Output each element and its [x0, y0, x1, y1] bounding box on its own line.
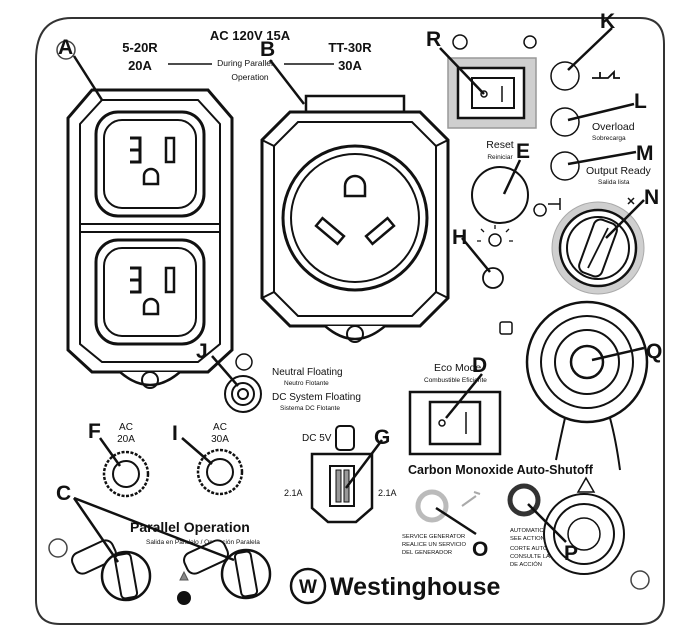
- label-reset: Reset: [486, 139, 514, 151]
- light-button[interactable]: [482, 267, 504, 289]
- label-tt-30r-amps: 30A: [338, 58, 362, 73]
- label-dc-system-floating-es: Sistema DC Flotante: [280, 405, 340, 412]
- label-overload: Overload: [592, 121, 635, 133]
- engine-off-icon: [452, 34, 468, 50]
- callout-e: E: [516, 140, 530, 163]
- label-operation: Operation: [231, 72, 269, 82]
- service-generator-indicator: [415, 489, 449, 523]
- mount-hole-bottom-right: [630, 570, 650, 590]
- label-co-auto-shutoff: Carbon Monoxide Auto-Shutoff: [408, 463, 594, 477]
- label-output-ready-es: Salida lista: [598, 179, 630, 186]
- callout-l: L: [634, 90, 647, 113]
- label-neutral-floating-es: Neutro Flotante: [284, 380, 329, 387]
- engine-on-icon: [523, 35, 537, 49]
- svg-text:W: W: [299, 577, 317, 598]
- label-service-2: REALICE UN SERVICIO: [402, 542, 466, 548]
- fuel-valve-arrow-icon: [627, 197, 635, 205]
- callout-a: A: [58, 36, 73, 59]
- label-output-ready: Output Ready: [586, 165, 652, 177]
- ground-terminal[interactable]: [224, 375, 262, 413]
- mount-hole-top-left: [56, 40, 76, 60]
- cap-tether: [555, 417, 621, 471]
- label-eco-mode-es: Combustible Eficiente: [424, 377, 487, 384]
- callout-f: F: [88, 420, 101, 443]
- parallel-port-right[interactable]: [181, 538, 272, 600]
- reset-button[interactable]: [471, 166, 529, 224]
- ground-symbol-icon: [235, 353, 253, 371]
- label-reset-es: Reiniciar: [487, 154, 513, 161]
- label-auto-2: SEE ACTION: [510, 536, 545, 542]
- label-5-20r-amps: 20A: [128, 58, 152, 73]
- brand-name: Westinghouse: [330, 573, 500, 601]
- label-during-parallel: During Parallel: [217, 58, 273, 68]
- manual-icon: [177, 591, 191, 605]
- callout-j: J: [196, 340, 208, 363]
- label-auto-4: CONSULTE LA: [510, 554, 550, 560]
- warning-triangle-icon: [576, 476, 596, 493]
- label-neutral-floating: Neutral Floating: [272, 367, 343, 378]
- duplex-outlet-5-20r[interactable]: [66, 88, 234, 389]
- callout-i: I: [172, 422, 178, 445]
- overload-indicator: [550, 107, 580, 137]
- westinghouse-logo: W: [289, 567, 327, 605]
- warning-small-icon: [179, 570, 189, 581]
- label-auto-1: AUTOMATIC SHUTOFF: [510, 528, 573, 534]
- fuel-valve-knob[interactable]: [551, 201, 645, 295]
- usb-cover-hinge: [335, 425, 355, 451]
- oil-can-icon: [592, 69, 620, 79]
- callout-g: G: [374, 426, 390, 449]
- label-overload-es: Sobrecarga: [592, 135, 626, 142]
- label-ac-120v: AC 120V 15A: [210, 28, 291, 43]
- push-button-q[interactable]: [525, 300, 649, 424]
- label-ac-30a-amps: 30A: [211, 434, 229, 445]
- callout-q: Q: [646, 340, 662, 363]
- label-ac-20a: AC: [119, 422, 133, 433]
- label-service-3: DEL GENERADOR: [402, 550, 452, 556]
- callout-n: N: [644, 186, 659, 209]
- light-bulb-icon: [477, 225, 513, 247]
- leader-lines: [72, 27, 645, 563]
- callout-o: O: [472, 538, 488, 561]
- label-dc-system-floating: DC System Floating: [272, 392, 361, 403]
- tt-30r-outlet[interactable]: [260, 94, 450, 343]
- label-tt-30r: TT-30R: [328, 40, 372, 55]
- label-auto-5: DE ACCIÓN: [510, 561, 542, 568]
- low-oil-indicator: [550, 61, 580, 91]
- callout-h: H: [452, 226, 467, 249]
- label-dc-5v: DC 5V: [302, 433, 332, 444]
- engine-switch[interactable]: [447, 57, 537, 129]
- label-5-20r: 5-20R: [122, 40, 158, 55]
- callout-m: M: [636, 142, 654, 165]
- cap-q[interactable]: [543, 493, 625, 575]
- label-ac-20a-amps: 20A: [117, 434, 135, 445]
- parallel-port-left[interactable]: [69, 538, 152, 602]
- label-service-1: SERVICE GENERATOR: [402, 534, 465, 540]
- callout-b: B: [260, 38, 275, 61]
- output-ready-indicator: [550, 151, 580, 181]
- eco-mode-switch[interactable]: [408, 390, 502, 456]
- fuel-valve-icon: [533, 198, 561, 217]
- callout-c: C: [56, 482, 71, 505]
- label-ac-30a: AC: [213, 422, 227, 433]
- wrench-icon: [461, 491, 481, 507]
- label-parallel-operation-es: Salida en Paralelo / Operación Paralela: [146, 539, 260, 546]
- label-auto-3: CORTE AUTOMÁTICO: [510, 545, 571, 552]
- label-eco-mode: Eco Mode: [434, 362, 481, 374]
- label-usb-left: 2.1A: [284, 488, 303, 498]
- callout-k: K: [600, 10, 615, 33]
- callouts: A B C D E F G H I J K L M N O P Q R: [56, 10, 662, 565]
- mount-hole-bottom-left: [48, 538, 68, 558]
- lock-icon: [499, 321, 513, 335]
- label-usb-right: 2.1A: [378, 488, 397, 498]
- callout-p: P: [564, 542, 578, 565]
- callout-d: D: [472, 354, 487, 377]
- breaker-20a[interactable]: [102, 450, 150, 498]
- callout-r: R: [426, 28, 441, 51]
